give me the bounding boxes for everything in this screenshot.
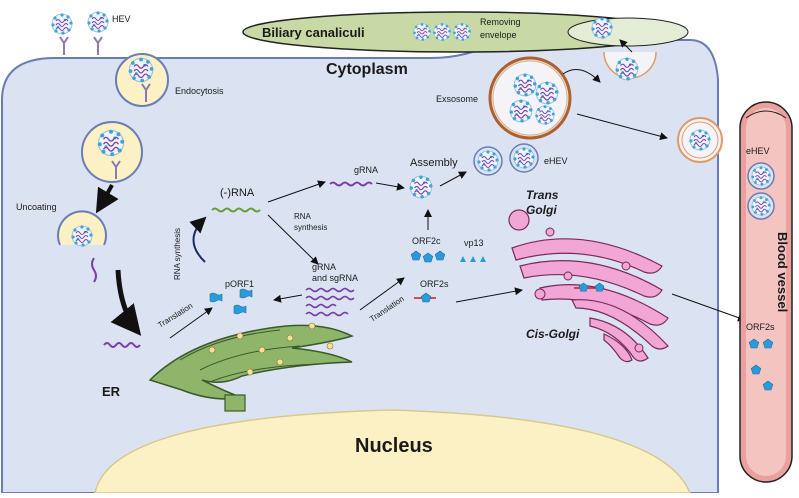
biliary-canaliculi-label: Biliary canaliculi [262,25,365,40]
rna-synthesis-label-2: synthesis [294,223,327,232]
nucleus [94,409,692,494]
biliary-inner [567,17,689,47]
exosome-label: Exsosome [436,94,478,104]
assembly-label: Assembly [410,157,458,169]
grna-top-label: gRNA [354,165,378,175]
cytoplasm-label: Cytoplasm [326,61,408,78]
endoplasmic-reticulum [148,322,355,412]
grna-sgrna-label-1: gRNA [312,262,336,272]
nucleus-label: Nucleus [355,435,433,457]
orf2s-vessel-label: ORF2s [746,322,775,332]
rna-synthesis-vertical-label: RNA synthesis [173,228,182,280]
trans-golgi-label-1: Trans [526,188,559,202]
er-label: ER [102,384,121,399]
hev-label: HEV [112,14,131,24]
blood-vessel-label: Blood vessel [775,232,790,312]
ehev-label: eHEV [544,156,568,166]
ehev-vessel-label: eHEV [746,146,770,156]
removing-envelope-label-1: Removing [480,17,521,27]
minus-rna-label: (-)RNA [220,187,255,199]
golgi-apparatus [511,238,669,363]
trans-golgi-label-2: Golgi [526,203,557,217]
endocytosis-label: Endocytosis [175,86,224,96]
grna-sgrna-label-2: and sgRNA [312,273,358,283]
rna-synthesis-label-1: RNA [294,212,312,221]
orf2s-label: ORF2s [420,279,449,289]
removing-envelope-label-2: envelope [480,30,517,40]
cis-golgi-label: Cis-Golgi [526,327,580,341]
vp13-label: vp13 [464,238,484,248]
orf2c-label: ORF2c [412,236,441,246]
uncoating-label: Uncoating [16,202,57,212]
porf1-label: pORF1 [225,279,254,289]
exosome-mvb [488,56,572,140]
